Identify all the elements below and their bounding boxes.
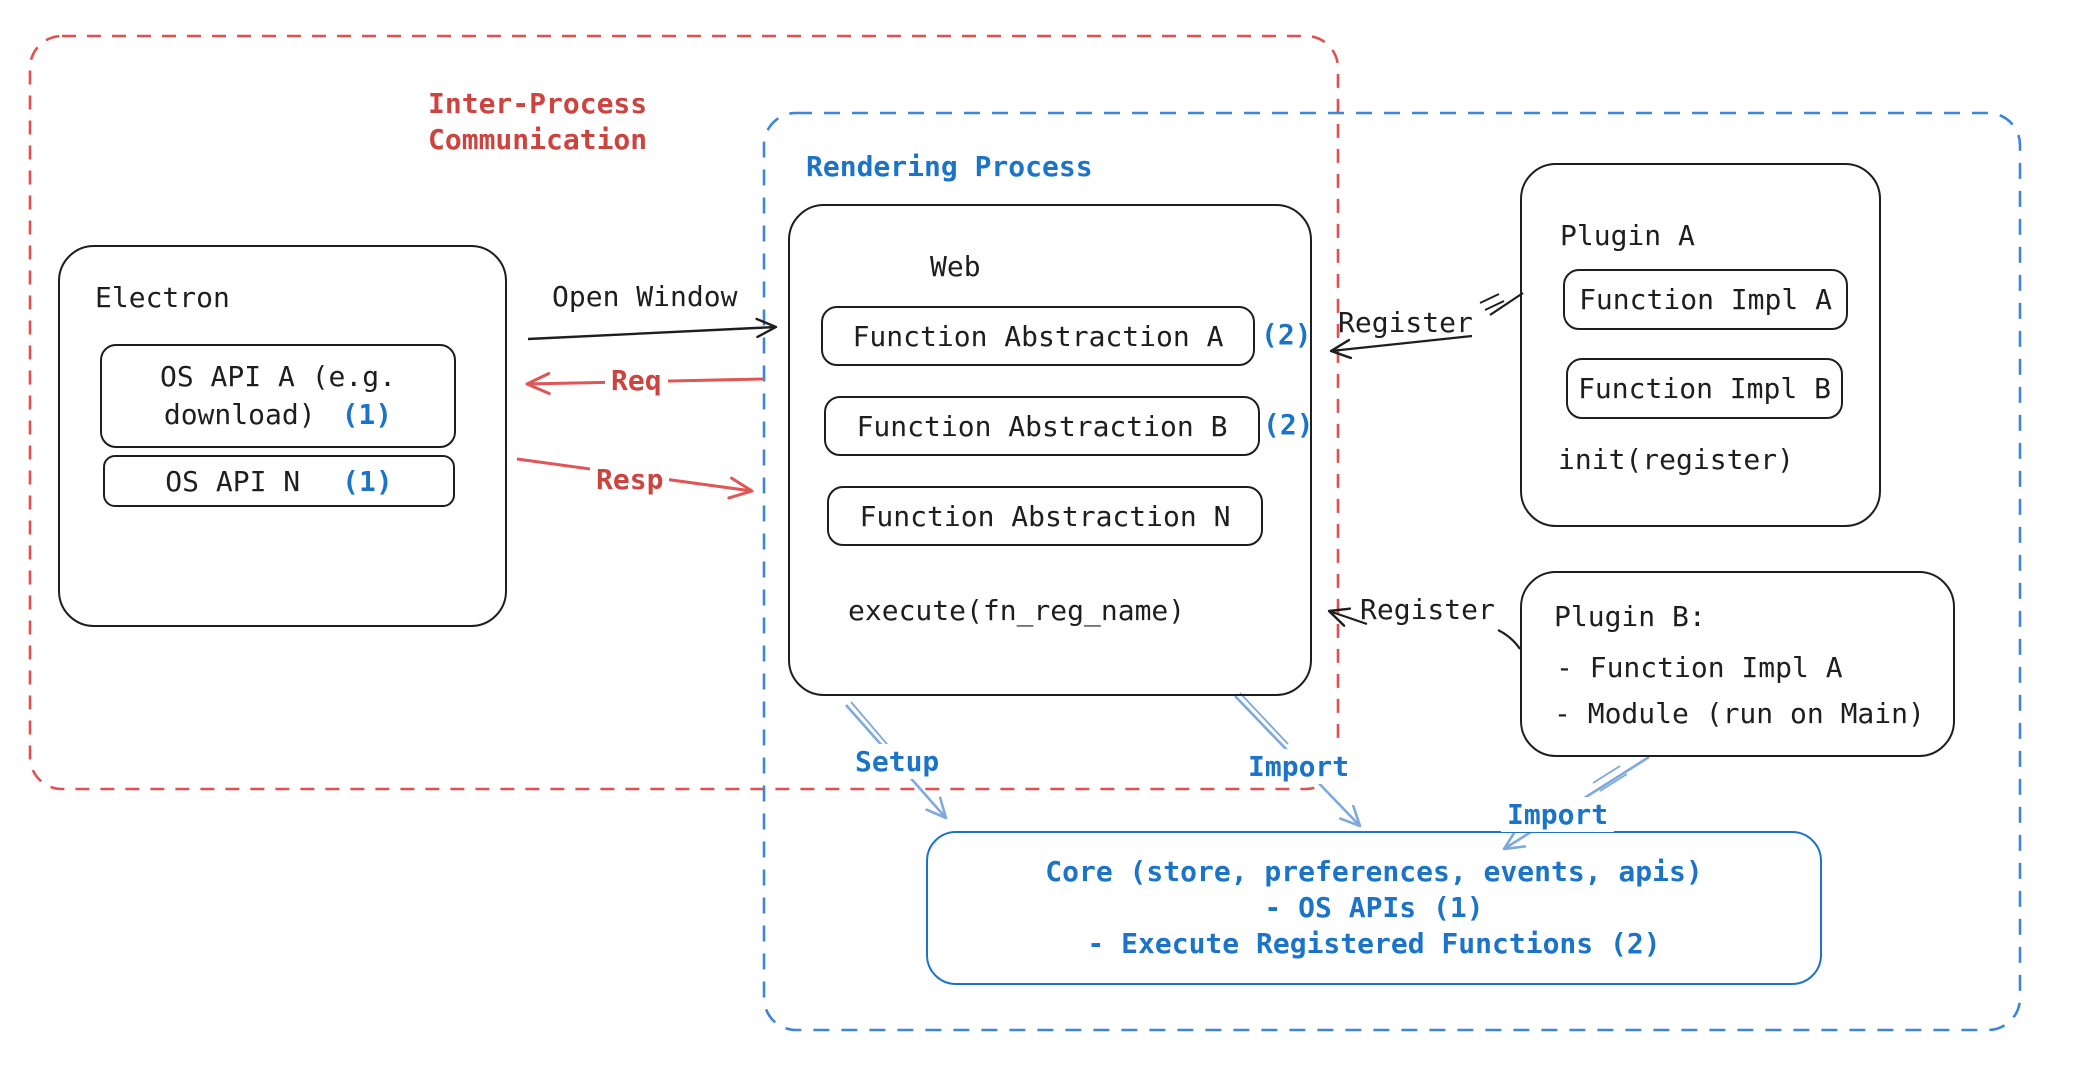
os-api-n-label: OS API N bbox=[165, 464, 301, 498]
function-abstraction-b-box: Function Abstraction B bbox=[824, 396, 1260, 456]
plugin-b-item-module: - Module (run on Main) bbox=[1554, 697, 1925, 730]
core-line-execute: - Execute Registered Functions (2) bbox=[1087, 927, 1661, 960]
resp-label: Resp bbox=[590, 462, 670, 497]
os-api-n-box: OS API N (1) bbox=[103, 455, 455, 507]
function-impl-a-box: Function Impl A bbox=[1563, 269, 1848, 330]
rendering-process-dashed-boundary bbox=[762, 111, 2022, 1032]
import-web-arrow-double bbox=[1239, 692, 1289, 745]
setup-label: Setup bbox=[849, 744, 946, 779]
plugin-b-box: Plugin B: - Function Impl A - Module (ru… bbox=[1520, 571, 1955, 757]
os-api-n-ref-badge: (1) bbox=[342, 464, 393, 498]
execute-fn-label: execute(fn_reg_name) bbox=[848, 594, 1186, 627]
function-abstraction-a-ref-badge: (2) bbox=[1261, 318, 1312, 351]
ipc-region-label-line2: Communication bbox=[428, 123, 648, 156]
register-plugin-b-label: Register bbox=[1360, 593, 1495, 626]
core-line-title: Core (store, preferences, events, apis) bbox=[1045, 855, 1703, 888]
os-api-a-ref-badge: (1) bbox=[341, 398, 393, 431]
plugin-a-box: Plugin A Function Impl A Function Impl B… bbox=[1520, 163, 1881, 527]
electron-title: Electron bbox=[95, 281, 230, 314]
open-window-arrow bbox=[527, 317, 778, 341]
function-abstraction-n-box: Function Abstraction N bbox=[827, 486, 1263, 546]
rendering-process-label: Rendering Process bbox=[806, 150, 1093, 183]
register-plugin-a-arrow bbox=[1329, 334, 1473, 360]
open-window-label: Open Window bbox=[552, 280, 738, 313]
ipc-region-label-line1: Inter-Process bbox=[428, 87, 648, 120]
init-register-label: init(register) bbox=[1558, 443, 1795, 476]
import-web-label: Import bbox=[1242, 749, 1356, 784]
plugin-a-title: Plugin A bbox=[1560, 219, 1695, 252]
function-impl-b-box: Function Impl B bbox=[1566, 358, 1843, 419]
web-title: Web bbox=[930, 250, 981, 283]
plugin-b-title: Plugin B: bbox=[1554, 600, 1706, 633]
register-plugin-b-connector bbox=[1497, 629, 1521, 650]
req-label: Req bbox=[605, 363, 668, 398]
ipc-region-label: Inter-Process Communication bbox=[428, 86, 647, 158]
core-box: Core (store, preferences, events, apis) … bbox=[926, 831, 1822, 985]
import-plugin-b-tick bbox=[1592, 765, 1628, 792]
register-plugin-b-arrow bbox=[1327, 607, 1368, 627]
register-plugin-a-connector bbox=[1489, 292, 1524, 316]
import-plugin-b-label: Import bbox=[1501, 797, 1615, 832]
os-api-a-box: OS API A (e.g. download) (1) bbox=[100, 344, 456, 448]
register-plugin-a-label: Register bbox=[1338, 306, 1473, 339]
os-api-a-line2: download) (1) bbox=[164, 396, 392, 434]
function-abstraction-b-ref-badge: (2) bbox=[1263, 408, 1314, 441]
web-box: Web Function Abstraction A (2) Function … bbox=[788, 204, 1314, 696]
register-plugin-a-tick bbox=[1479, 293, 1505, 311]
os-api-a-line1: OS API A (e.g. bbox=[159, 360, 396, 393]
ipc-dashed-boundary bbox=[28, 34, 1340, 791]
function-abstraction-a-box: Function Abstraction A bbox=[821, 306, 1255, 366]
electron-box: Electron OS API A (e.g. download) (1) OS … bbox=[58, 245, 507, 627]
core-line-os-apis: - OS APIs (1) bbox=[1264, 891, 1484, 924]
plugin-b-item-impl-a: - Function Impl A bbox=[1556, 651, 1843, 684]
os-api-a-line2-text: download) bbox=[163, 398, 316, 431]
